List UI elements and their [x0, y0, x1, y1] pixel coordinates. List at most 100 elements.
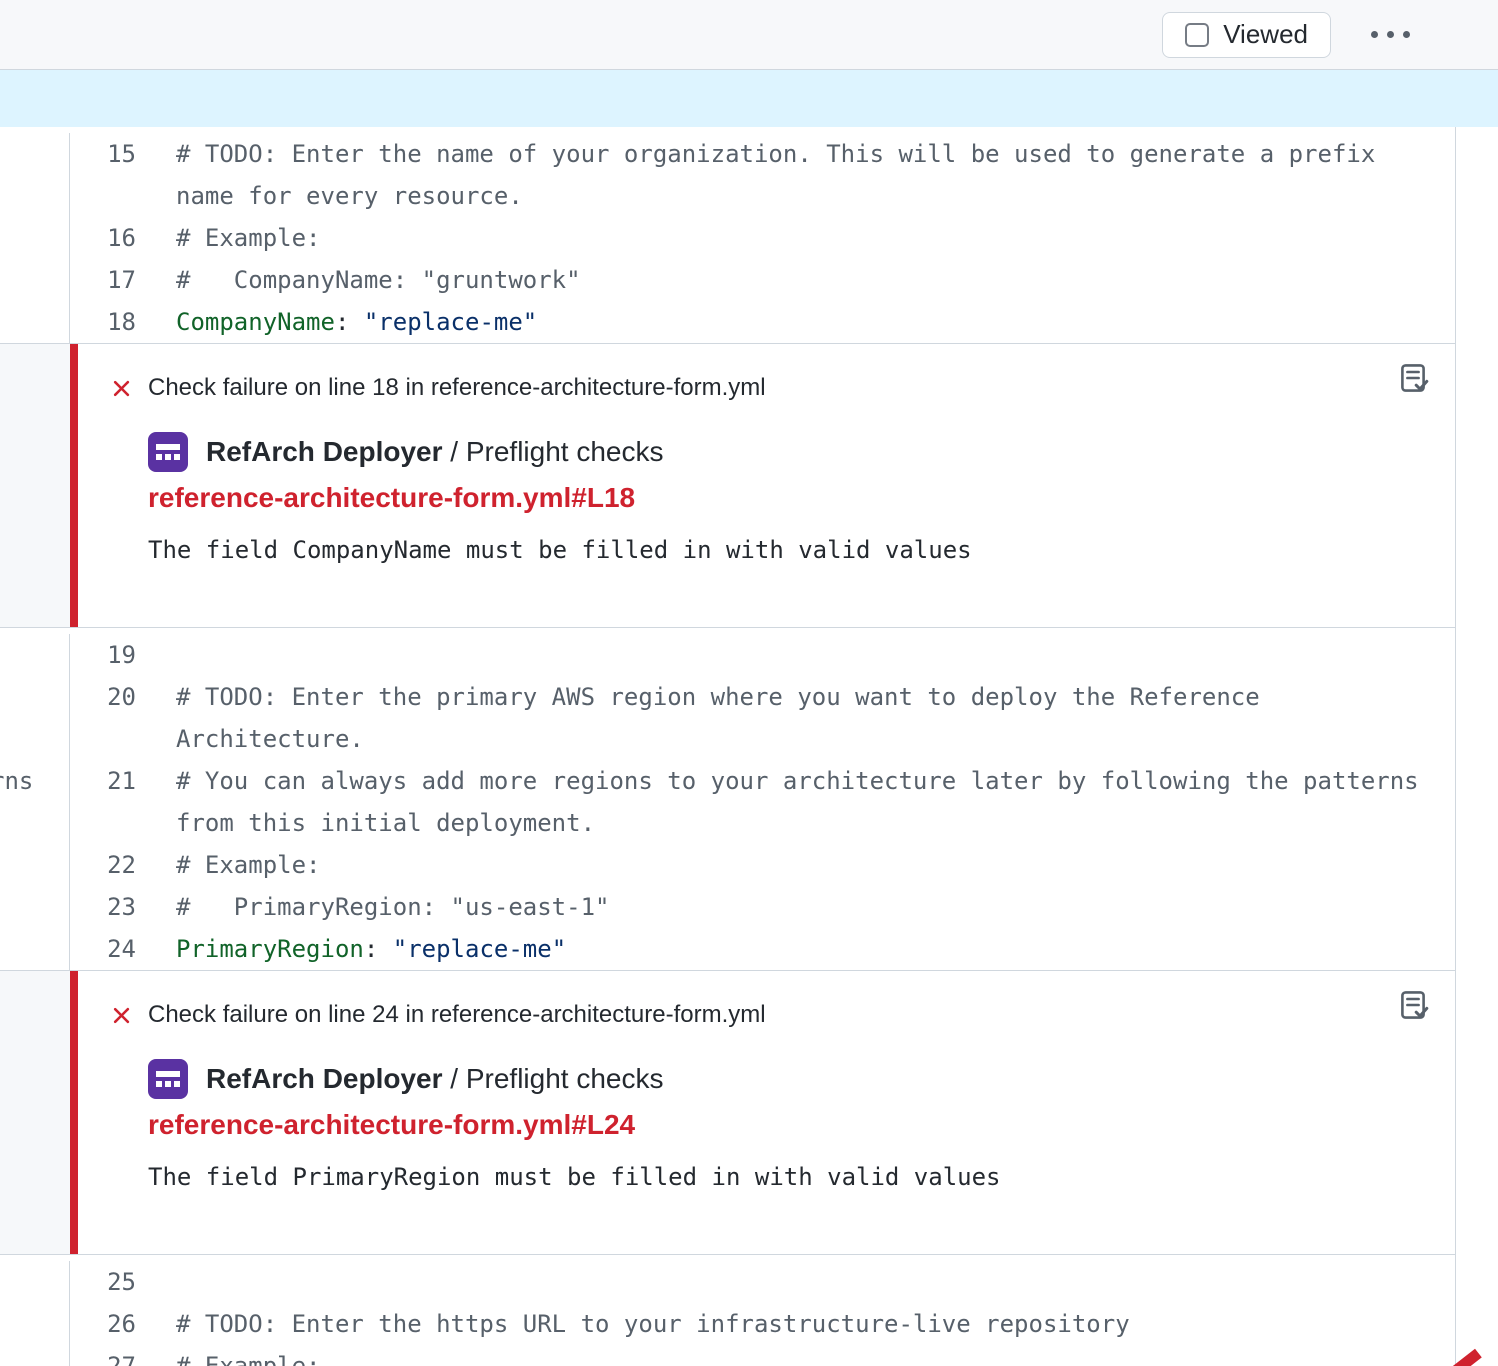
line-number[interactable]: 26	[70, 1303, 160, 1345]
check-app-row: RefArch Deployer / Preflight checks	[148, 1059, 1423, 1099]
file-header-bar: Viewed	[0, 0, 1498, 70]
left-pane-edge	[0, 217, 70, 259]
left-pane-edge	[0, 259, 70, 301]
left-pane-edge	[0, 1345, 70, 1366]
left-pane-clipped-text: rns	[0, 760, 33, 802]
yaml-key: PrimaryRegion	[176, 935, 364, 963]
yaml-key: CompanyName	[176, 308, 335, 336]
code-line-text: # TODO: Enter the name of your organizat…	[160, 133, 1455, 175]
annotation-file-link[interactable]: reference-architecture-form.yml#L24	[148, 1109, 1423, 1141]
code-line-text: CompanyName: "replace-me"	[160, 301, 1455, 343]
check-annotation: Check failure on line 24 in reference-ar…	[0, 970, 1455, 1255]
annotation-file-link[interactable]: reference-architecture-form.yml#L18	[148, 482, 1423, 514]
line-number[interactable]: 21	[70, 760, 160, 802]
code-line-row: 20 # TODO: Enter the primary AWS region …	[0, 676, 1455, 718]
left-pane-edge	[0, 634, 70, 676]
code-section: 25 26 # TODO: Enter the https URL to you…	[0, 1255, 1455, 1366]
line-number[interactable]: 25	[70, 1261, 160, 1303]
code-line-row: 25	[0, 1261, 1455, 1303]
code-line-row: 22 # Example:	[0, 844, 1455, 886]
annotation-header: Check failure on line 24 in reference-ar…	[148, 997, 1423, 1033]
code-line-row: rns 21 # You can always add more regions…	[0, 760, 1455, 802]
code-line-row: 17 # CompanyName: "gruntwork"	[0, 259, 1455, 301]
yaml-string: "replace-me"	[364, 308, 537, 336]
left-pane-edge	[0, 1261, 70, 1303]
left-pane-edge	[0, 928, 70, 970]
view-workflow-file-icon[interactable]	[1397, 989, 1429, 1024]
line-number	[70, 175, 160, 217]
more-options-button[interactable]	[1361, 21, 1420, 48]
left-pane-edge	[0, 1303, 70, 1345]
code-line-row: 27 # Example:	[0, 1345, 1455, 1366]
left-pane-edge	[0, 844, 70, 886]
code-line-text: # Example:	[160, 217, 1455, 259]
code-line-text	[160, 1261, 1455, 1303]
check-app-row: RefArch Deployer / Preflight checks	[148, 432, 1423, 472]
code-line-text	[160, 634, 1455, 676]
line-number[interactable]: 18	[70, 301, 160, 343]
view-workflow-file-icon[interactable]	[1397, 362, 1429, 397]
code-line-row: name for every resource.	[0, 175, 1455, 217]
line-number[interactable]: 16	[70, 217, 160, 259]
line-number[interactable]: 19	[70, 634, 160, 676]
code-line-row: from this initial deployment.	[0, 802, 1455, 844]
code-line-row: 19	[0, 634, 1455, 676]
left-pane-edge	[0, 175, 70, 217]
yaml-punct: :	[335, 308, 364, 336]
kebab-icon	[1403, 31, 1410, 38]
code-line-row: 18 CompanyName: "replace-me"	[0, 301, 1455, 343]
line-number	[70, 802, 160, 844]
left-pane-edge	[0, 133, 70, 175]
line-number	[70, 718, 160, 760]
code-line-text: Architecture.	[160, 718, 1455, 760]
code-line-text: name for every resource.	[160, 175, 1455, 217]
left-pane-edge	[0, 344, 70, 627]
line-number[interactable]: 22	[70, 844, 160, 886]
check-annotation: Check failure on line 18 in reference-ar…	[0, 343, 1455, 628]
refarch-deployer-avatar	[148, 1059, 188, 1099]
line-number[interactable]: 27	[70, 1345, 160, 1366]
line-number[interactable]: 20	[70, 676, 160, 718]
left-pane-edge: rns	[0, 760, 70, 802]
viewed-label: Viewed	[1223, 19, 1308, 50]
code-section: 15 # TODO: Enter the name of your organi…	[0, 127, 1455, 343]
annotation-message: The field CompanyName must be filled in …	[148, 536, 1423, 564]
left-pane-edge	[0, 886, 70, 928]
viewed-checkbox[interactable]	[1185, 23, 1209, 47]
code-line-row: 26 # TODO: Enter the https URL to your i…	[0, 1303, 1455, 1345]
annotation-message: The field PrimaryRegion must be filled i…	[148, 1163, 1423, 1191]
left-pane-edge	[0, 301, 70, 343]
code-line-text: # Example:	[160, 844, 1455, 886]
code-line-text: PrimaryRegion: "replace-me"	[160, 928, 1455, 970]
failure-x-icon	[108, 1002, 135, 1029]
check-app-name: RefArch Deployer / Preflight checks	[206, 1063, 664, 1095]
yaml-string: "replace-me"	[393, 935, 566, 963]
left-pane-edge	[0, 802, 70, 844]
check-annotation-body: Check failure on line 18 in reference-ar…	[70, 344, 1455, 627]
check-app-name: RefArch Deployer / Preflight checks	[206, 436, 664, 468]
line-number[interactable]: 23	[70, 886, 160, 928]
line-number[interactable]: 17	[70, 259, 160, 301]
code-line-text: # Example:	[160, 1345, 1455, 1366]
line-number[interactable]: 15	[70, 133, 160, 175]
kebab-icon	[1371, 31, 1378, 38]
code-line-text: # You can always add more regions to you…	[160, 760, 1455, 802]
kebab-icon	[1387, 31, 1394, 38]
refarch-deployer-avatar	[148, 432, 188, 472]
annotation-header: Check failure on line 18 in reference-ar…	[148, 370, 1423, 406]
diff-right-pane: 15 # TODO: Enter the name of your organi…	[0, 127, 1456, 1366]
code-section: 19 20 # TODO: Enter the primary AWS regi…	[0, 628, 1455, 970]
code-line-text: # PrimaryRegion: "us-east-1"	[160, 886, 1455, 928]
code-line-row: 24 PrimaryRegion: "replace-me"	[0, 928, 1455, 970]
yaml-punct: :	[364, 935, 393, 963]
line-number[interactable]: 24	[70, 928, 160, 970]
code-line-text: # TODO: Enter the primary AWS region whe…	[160, 676, 1455, 718]
check-annotation-body: Check failure on line 24 in reference-ar…	[70, 971, 1455, 1254]
code-line-row: 23 # PrimaryRegion: "us-east-1"	[0, 886, 1455, 928]
code-line-text: # CompanyName: "gruntwork"	[160, 259, 1455, 301]
hunk-header-bar	[0, 70, 1498, 127]
viewed-button[interactable]: Viewed	[1162, 12, 1331, 58]
code-line-text: from this initial deployment.	[160, 802, 1455, 844]
code-line-row: Architecture.	[0, 718, 1455, 760]
